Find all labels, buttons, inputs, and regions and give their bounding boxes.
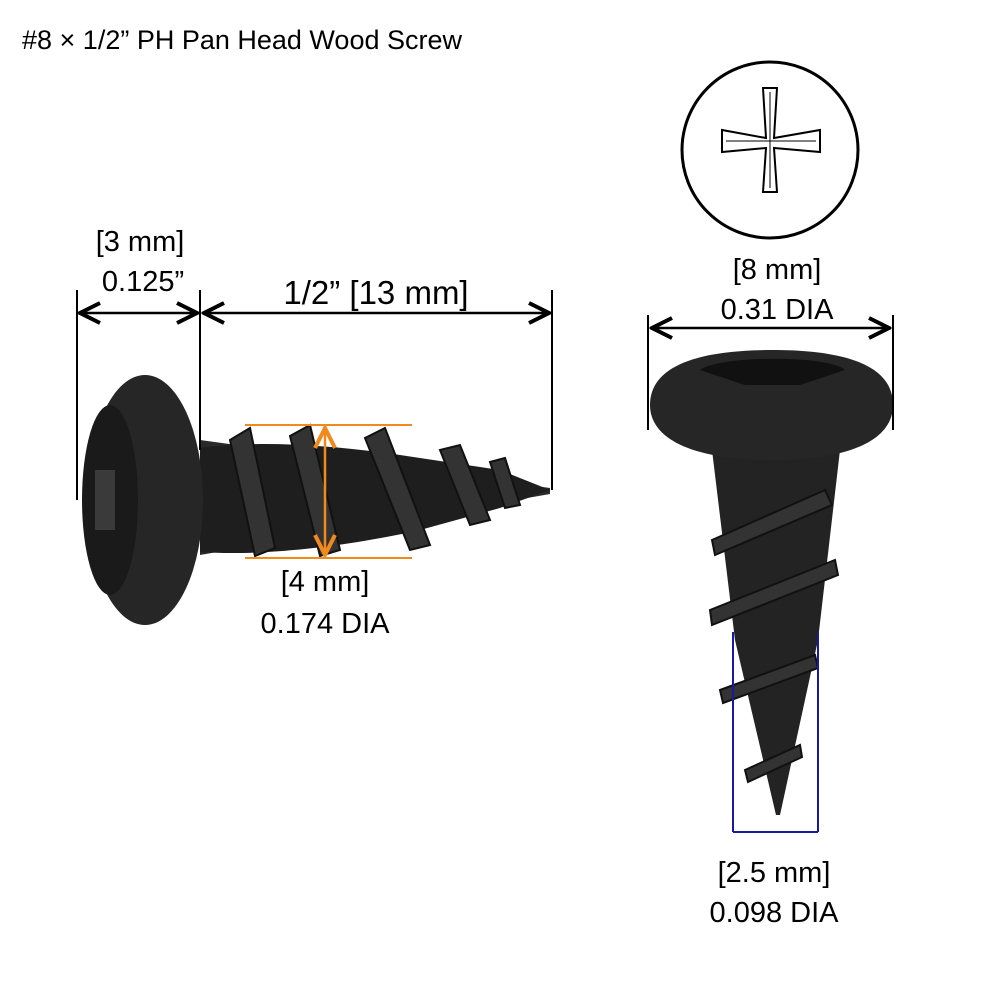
head-height-mm-label: [3 mm] (95, 226, 185, 258)
thread-dia-in-label: 0.174 DIA (260, 608, 390, 640)
phillips-head-top-view (680, 60, 860, 240)
front-view-screw (650, 350, 893, 815)
page-title: #8 × 1/2” PH Pan Head Wood Screw (22, 25, 462, 55)
thread-dia-mm-label: [4 mm] (280, 566, 370, 598)
root-dia-in-label: 0.098 DIA (709, 897, 839, 929)
root-dia-mm-label: [2.5 mm] (717, 857, 831, 889)
root-dia-dimension (732, 632, 819, 833)
head-dia-mm-label: [8 mm] (732, 254, 822, 286)
head-height-in-label: 0.125” (101, 266, 185, 298)
length-label: 1/2” [13 mm] (283, 274, 469, 311)
head-dia-in-label: 0.31 DIA (720, 294, 834, 326)
